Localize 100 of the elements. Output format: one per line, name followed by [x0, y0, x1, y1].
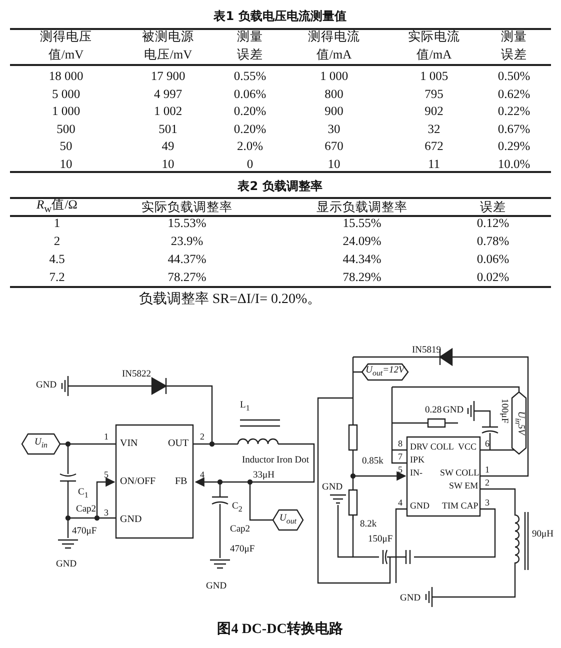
ground-label: GND	[322, 483, 343, 493]
pin-label: GND	[410, 502, 430, 510]
table-title: 表1 负载电压电流测量值	[214, 10, 346, 22]
table-cell: 7.2	[49, 270, 65, 284]
table-cell: 10	[162, 158, 174, 170]
column-header: 显示负载调整率	[316, 200, 408, 214]
table-cell: 0.20%	[234, 104, 266, 118]
column-header: 测量误差	[236, 28, 264, 63]
ground-label: GND	[443, 406, 464, 416]
figure-caption: 图4 DC-DC转换电路	[217, 623, 343, 637]
pin-number: 2	[485, 478, 490, 488]
pin-number: 4	[200, 470, 204, 480]
pin-number: 5	[104, 470, 108, 480]
table-cell: 11	[428, 158, 440, 170]
column-header: 测得电流值/mA	[307, 28, 361, 63]
table-cell: 0	[246, 158, 254, 170]
table-cell: 0.06%	[476, 252, 510, 266]
table-cell: 15.53%	[168, 216, 206, 230]
column-header: 实际电流值/mA	[407, 28, 461, 63]
table-cell: 78.27%	[168, 270, 206, 284]
table-cell: 23.9%	[170, 234, 204, 248]
column-header: R$_{w}$值/Ω	[36, 198, 78, 216]
component-label: Cap2	[230, 525, 250, 535]
formula-note: 负载调整率 SR=ΔI/I= 0.20%。	[138, 293, 322, 307]
column-header: 测得电压值/mV	[39, 28, 93, 63]
table-cell: 500	[56, 122, 76, 136]
pin-label: VIN	[120, 439, 138, 449]
pin-label: DRV COLL	[410, 442, 454, 452]
pin-number: 5	[398, 466, 402, 474]
pin-number: 6	[485, 440, 490, 448]
value-label: 0.28	[425, 406, 442, 416]
table-cell: 1 005	[420, 70, 448, 82]
part-number: IN5819	[412, 346, 442, 356]
table-cell: 0.67%	[498, 122, 530, 136]
table-cell: 2.0%	[236, 140, 264, 153]
table-cell: 2	[54, 234, 60, 248]
table-cell: 0.06%	[234, 87, 266, 100]
ground-label: GND	[400, 594, 421, 604]
table-cell: 10	[328, 158, 340, 170]
table-cell: 78.29%	[342, 270, 382, 284]
port-label: U$_{in}$	[34, 438, 48, 450]
pin-number: 1	[485, 466, 490, 474]
pin-label: TIM CAP	[442, 502, 478, 510]
table-cell: 44.37%	[168, 252, 206, 266]
table-cell: 0.02%	[476, 270, 510, 284]
component-label: L$_{1}$	[240, 402, 250, 412]
table-cell: 5 000	[52, 87, 80, 100]
table-cell: 50	[60, 140, 72, 153]
table-cell: 902	[424, 104, 444, 118]
pin-label: IN-	[410, 468, 422, 478]
table-cell: 1 000	[320, 70, 348, 82]
table-cell: 0.55%	[234, 70, 266, 82]
pin-number: 3	[485, 498, 490, 508]
table-title: 表2 负载调整率	[238, 180, 322, 192]
pin-number: 2	[200, 432, 204, 442]
column-header: 被测电源电压/mV	[141, 28, 195, 63]
value-label: 8.2k	[360, 520, 377, 530]
table-cell: 1 000	[52, 104, 80, 118]
table-cell: 49	[162, 140, 174, 153]
part-number: IN5822	[122, 370, 152, 380]
column-header: 误差	[480, 200, 506, 214]
pin-label: ON/OFF	[120, 477, 156, 487]
pin-number: 1	[104, 432, 108, 442]
table-cell: 17 900	[150, 70, 186, 82]
pin-label: SW COLL	[440, 468, 480, 478]
table-cell: 501	[158, 122, 178, 136]
pin-number: 7	[398, 452, 402, 462]
component-label: C$_{1}$	[78, 488, 88, 500]
table-cell: 1 002	[154, 104, 182, 118]
table-cell: 18 000	[48, 70, 84, 82]
pin-label: GND	[120, 515, 142, 525]
column-header: 测量误差	[500, 28, 528, 63]
table-cell: 4 997	[154, 87, 182, 100]
table-cell: 32	[428, 122, 440, 136]
pin-label: OUT	[168, 439, 189, 449]
table-cell: 30	[328, 122, 340, 136]
pin-label: SW EM	[449, 482, 478, 490]
table-cell: 900	[324, 104, 344, 118]
value-label: 470μF	[72, 527, 97, 537]
table-cell: 0.22%	[498, 104, 530, 118]
pin-number: 4	[398, 498, 402, 508]
table-cell: 0.20%	[234, 122, 266, 136]
table-cell: 0.78%	[476, 234, 510, 248]
ground-label: GND	[56, 560, 77, 570]
ground-label: GND	[36, 381, 57, 391]
table-cell: 0.62%	[498, 87, 530, 100]
value-label: 470μF	[230, 545, 255, 555]
component-label: Inductor Iron Dot	[242, 456, 310, 466]
table-cell: 44.34%	[342, 252, 382, 266]
table-cell: 10	[60, 158, 72, 170]
port-label: U$_{out}$=12V	[366, 366, 404, 378]
table-cell: 0.12%	[476, 216, 510, 230]
table-cell: 672	[424, 140, 444, 153]
port-label: U$_{out}$	[280, 514, 296, 526]
ground-label: GND	[206, 582, 227, 592]
column-header: 实际负载调整率	[142, 200, 232, 214]
pin-number: 8	[398, 440, 402, 448]
table-cell: 0.29%	[498, 140, 530, 153]
table-cell: 4.5	[49, 252, 65, 266]
component-label: C$_{2}$	[232, 502, 242, 514]
